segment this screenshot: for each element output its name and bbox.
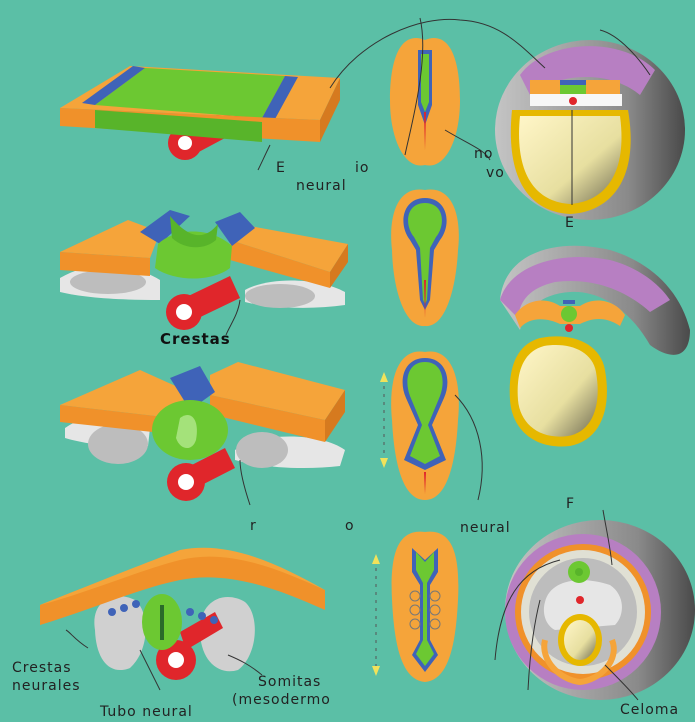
label-row3-r: r <box>250 518 257 534</box>
label-row2-crestas: Crestas <box>160 330 231 348</box>
label-row4-crestas: Crestas <box>12 660 72 676</box>
label-row4-neurales: neurales <box>12 678 81 694</box>
row3-neural-folds <box>60 362 345 501</box>
row4-dorsal-view <box>372 532 458 682</box>
label-row1-io: io <box>355 160 369 176</box>
label-row4-right: Celoma <box>620 702 679 718</box>
row4-neural-tube-closed <box>40 548 325 680</box>
row2-dorsal-view <box>391 189 459 326</box>
label-row4-mesodermo: (mesodermo <box>232 692 331 708</box>
row1-flat-neural-plate <box>60 66 340 160</box>
label-row1-right-e: E <box>565 215 575 231</box>
label-row3-o: o <box>345 518 355 534</box>
row2-cross-section <box>500 246 690 447</box>
label-row3-right-f: F <box>566 496 575 512</box>
label-row1-vo: vo <box>486 165 505 181</box>
label-row1-neural: neural <box>296 178 347 194</box>
label-row1-e: E <box>276 160 286 176</box>
row1-cross-section <box>495 40 685 220</box>
row4-cross-section <box>505 520 695 700</box>
label-row4-somitas: Somitas <box>258 674 321 690</box>
row1-notochord-lumen <box>178 136 192 150</box>
label-row3-neural: neural <box>460 520 511 536</box>
row3-dorsal-view <box>380 351 459 500</box>
row2-neural-groove <box>60 210 348 330</box>
label-row4-tubo: Tubo neural <box>100 704 193 720</box>
label-row1-no: no <box>474 146 493 162</box>
row1-dorsal-view <box>390 38 460 165</box>
